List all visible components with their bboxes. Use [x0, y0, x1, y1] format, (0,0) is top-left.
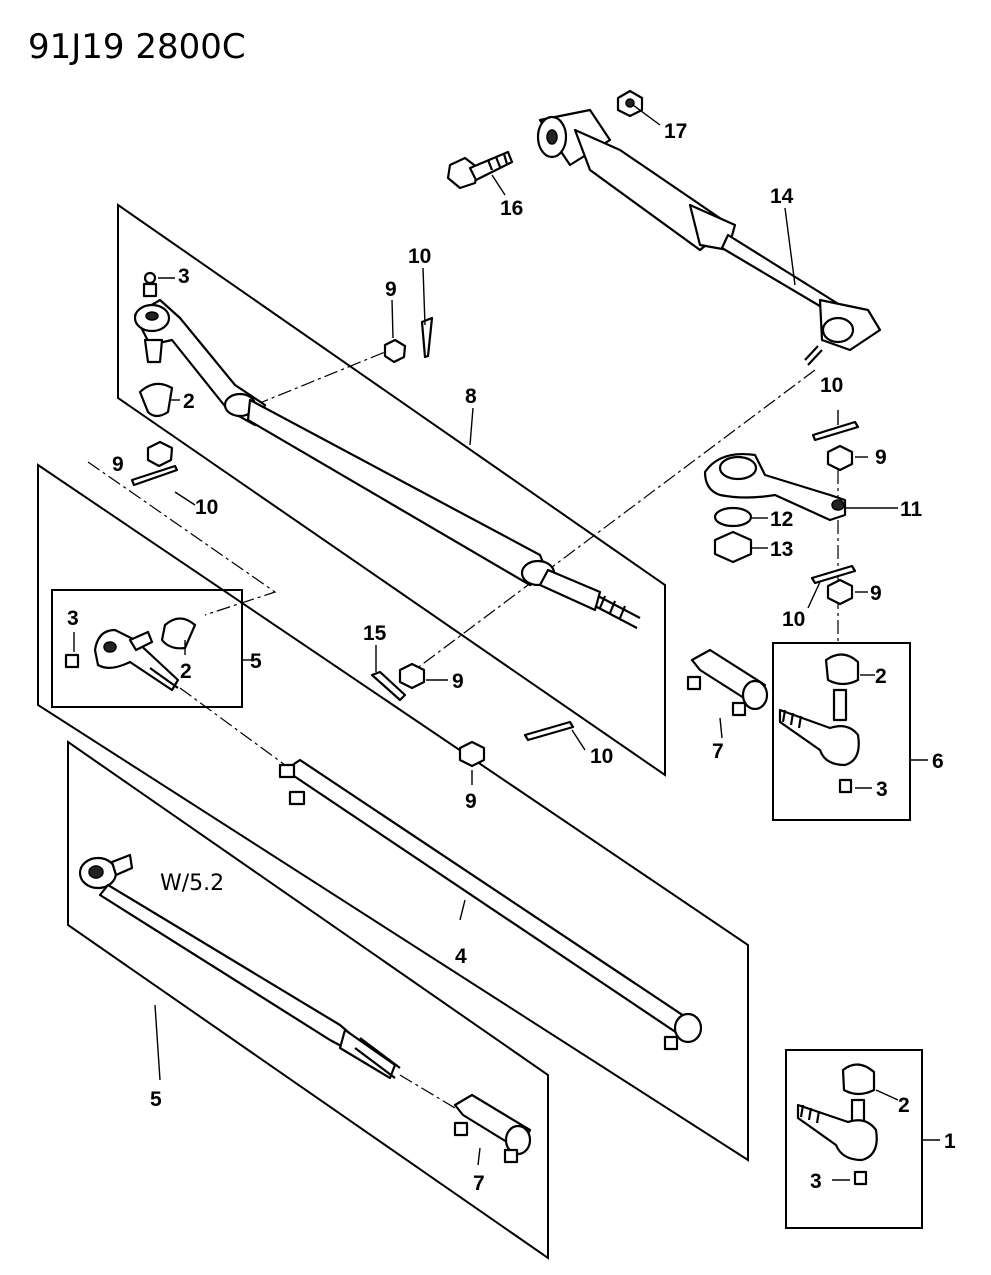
engine-note: W/5.2: [160, 871, 224, 896]
callout-9-bottom: 9: [465, 790, 477, 813]
callout-10-bottom: 10: [590, 745, 613, 768]
callout-7-upper: 7: [712, 740, 724, 763]
cotter-pin-10-bottom: [523, 720, 575, 742]
drag-link: [133, 298, 641, 629]
callout-10-upper: 10: [408, 245, 431, 268]
callout-9-center: 9: [452, 670, 464, 693]
nut-9-pitman: [826, 444, 854, 472]
box-tie-rod-end-1: [785, 1049, 923, 1229]
adjusting-sleeve-upper: [686, 648, 769, 717]
dust-boot-drag-link: [138, 382, 174, 418]
bolt-16: [446, 150, 514, 190]
cotter-pin-10-left: [130, 464, 179, 487]
callout-9-upper: 9: [385, 278, 397, 301]
callout-2-box5: 2: [180, 660, 192, 683]
nut-9-drag-link: [383, 338, 407, 364]
callout-16: 16: [500, 197, 523, 220]
box-tie-rod-end-6: [772, 642, 911, 821]
callout-10-right: 10: [782, 608, 805, 631]
leader-lines: [73, 104, 940, 1181]
alignment-line-tie-rod: [179, 687, 286, 766]
callout-7-lower: 7: [473, 1172, 485, 1195]
adjusting-sleeve-lower: [453, 1093, 532, 1164]
callout-3-box5: 3: [67, 607, 79, 630]
callout-10-left: 10: [195, 496, 218, 519]
tie-rod-end-box-5: [64, 617, 197, 692]
callout-9-pitman: 9: [875, 446, 887, 469]
cotter-pin-15: [370, 670, 407, 702]
tie-rod-w52: [78, 853, 401, 1080]
callout-3-upper: 3: [178, 265, 190, 288]
nut-9-center: [398, 662, 426, 690]
callout-3-box6: 3: [876, 778, 888, 801]
nut-9-right: [826, 578, 854, 606]
callout-3-box1: 3: [810, 1170, 822, 1193]
callout-5-upper: 5: [250, 650, 262, 673]
nut-9-left: [146, 440, 174, 468]
callout-12: 12: [770, 508, 793, 531]
panel-drag-link-8: [117, 203, 666, 777]
alignment-line-damper: [411, 369, 816, 673]
cotter-pin-10-pitman: [811, 420, 860, 442]
nut-9-bottom: [458, 740, 486, 768]
callout-10-pitman: 10: [820, 374, 843, 397]
lock-washer-12: [713, 506, 753, 528]
steering-damper: [536, 108, 882, 366]
grease-fitting-drag-link: [142, 271, 158, 298]
callout-17: 17: [664, 120, 687, 143]
callout-2-box1: 2: [898, 1094, 910, 1117]
callout-6: 6: [932, 750, 944, 773]
callout-1: 1: [944, 1130, 956, 1153]
callout-4: 4: [455, 945, 467, 968]
callout-2-upper: 2: [183, 390, 195, 413]
callout-13: 13: [770, 538, 793, 561]
callout-11: 11: [900, 498, 923, 521]
box-tie-rod-end-5: [51, 589, 243, 708]
callout-14: 14: [770, 185, 794, 208]
tie-rod-end-box-6: [778, 653, 860, 794]
callout-15: 15: [363, 622, 387, 645]
nut-13: [713, 530, 753, 564]
callout-5-lower: 5: [150, 1088, 162, 1111]
alignment-line-lower-tie-rod: [399, 1074, 456, 1109]
diagram-code: 91J19 2800C: [28, 27, 246, 67]
cotter-pin-10-right: [810, 564, 857, 585]
alignment-line-drag-link-nut: [254, 349, 391, 406]
callout-9-left: 9: [112, 453, 124, 476]
callout-9-right: 9: [870, 582, 882, 605]
panel-tie-rod-5-w52: [67, 740, 549, 1260]
cotter-pin-10-drag-link: [420, 316, 434, 359]
tie-rod: [278, 758, 703, 1051]
nut-17: [616, 89, 644, 118]
pitman-arm: [703, 453, 847, 522]
tie-rod-end-box-1: [796, 1063, 878, 1186]
callout-2-box6: 2: [875, 665, 887, 688]
panel-tie-rod-4: [37, 463, 749, 1162]
alignment-line-left-end: [87, 461, 277, 616]
callout-8: 8: [465, 385, 477, 408]
